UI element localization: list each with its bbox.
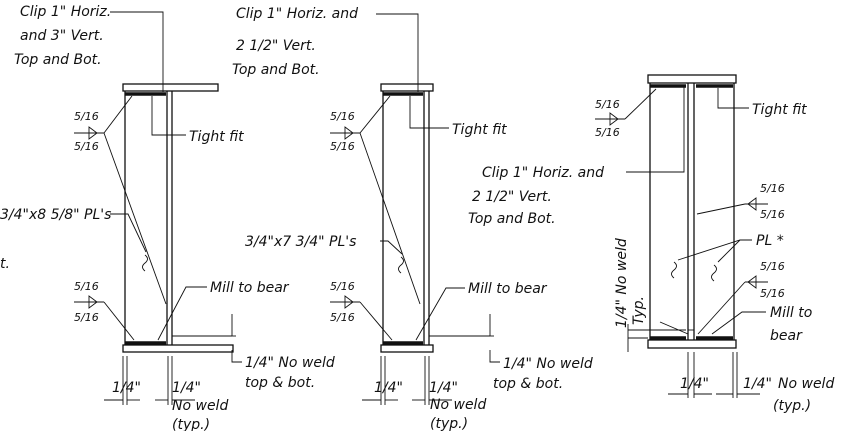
d2-clip-note-line2: 2 1/2" Vert. <box>236 38 316 54</box>
d1-top-flange <box>122 83 219 92</box>
d1-weld-symbol-bottom: 5/16 5/16 <box>74 280 135 341</box>
d2-bottom-flange <box>380 344 434 353</box>
d3-dim-right: 1/4" <box>743 376 772 392</box>
d3-weld-symbol-right-1: 5/16 5/16 <box>696 182 785 221</box>
d1-plate-pointer <box>142 254 148 272</box>
svg-text:5/16: 5/16 <box>330 110 355 123</box>
d1-mill-note: Mill to bear <box>210 280 290 296</box>
d1-clip-note-line3: Top and Bot. <box>14 52 102 68</box>
d3-weld-symbol-right-2: 5/16 5/16 <box>697 260 785 335</box>
d2-dim-right: 1/4" <box>429 380 458 396</box>
d3-clip-leader <box>626 87 685 173</box>
d2-clip-note-line3: Top and Bot. <box>232 62 320 78</box>
d2-tight-fit: Tight fit <box>452 122 507 138</box>
detail-2: Clip 1" Horiz. and 2 1/2" Vert. Top and … <box>232 6 593 431</box>
d2-dim-left: 1/4" <box>374 380 403 396</box>
d1-clip-leader <box>110 11 164 92</box>
svg-text:5/16: 5/16 <box>760 287 785 300</box>
d1-dim-left: 1/4" <box>112 380 141 396</box>
d3-no-weld-typ-line2: (typ.) <box>773 398 811 414</box>
d2-mill-note: Mill to bear <box>468 281 548 297</box>
d1-clip-note-line2: and 3" Vert. <box>20 28 104 44</box>
d1-left-fragment: t. <box>0 256 10 272</box>
d3-top-flange <box>647 74 737 84</box>
d1-tight-fit-leader <box>151 96 186 136</box>
d1-no-weld-typ-line1: No weld <box>172 398 228 414</box>
d1-tight-fit: Tight fit <box>189 129 244 145</box>
d3-vertical-note: 1/4" No weld Typ. <box>614 238 647 328</box>
d3-plate-leader <box>677 239 752 261</box>
d1-plate-leader <box>110 213 147 253</box>
d3-clip-note-line2: 2 1/2" Vert. <box>472 189 552 205</box>
svg-text:5/16: 5/16 <box>595 126 620 139</box>
d3-mill-leader <box>711 311 766 335</box>
d1-no-weld-note-line2: top & bot. <box>245 375 315 391</box>
svg-text:5/16: 5/16 <box>760 260 785 273</box>
svg-text:Typ.: Typ. <box>631 296 647 325</box>
d3-plate-note: PL * <box>756 233 784 249</box>
d1-mill-leader <box>157 286 207 341</box>
d1-clip-note-line1: Clip 1" Horiz. <box>20 4 111 20</box>
d2-no-weld-note-line1: 1/4" No weld <box>503 356 593 372</box>
detail-3: 5/16 5/16 Tight fit Clip 1" Horiz. and 2… <box>468 74 834 414</box>
svg-text:5/16: 5/16 <box>330 280 355 293</box>
d3-weld-symbol-top: 5/16 5/16 <box>595 88 657 139</box>
d2-no-weld-typ-line1: No weld <box>430 397 486 413</box>
d1-no-weld-note-line1: 1/4" No weld <box>245 355 335 371</box>
d1-weld-symbol-top: 5/16 5/16 <box>74 95 167 305</box>
d3-bottom-flange <box>647 339 737 349</box>
svg-text:5/16: 5/16 <box>760 182 785 195</box>
d3-mill-note-line2: bear <box>770 328 803 344</box>
d2-weld-symbol-bottom: 5/16 5/16 <box>330 280 393 341</box>
d1-no-weld-typ-line2: (typ.) <box>172 417 210 431</box>
svg-text:5/16: 5/16 <box>330 311 355 324</box>
svg-text:1/4" No weld: 1/4" No weld <box>614 238 630 328</box>
d3-clip-note-line3: Top and Bot. <box>468 211 556 227</box>
d2-plate-note: 3/4"x7 3/4" PL's <box>245 234 356 250</box>
d2-tight-fit-leader <box>409 96 449 129</box>
svg-text:5/16: 5/16 <box>74 280 99 293</box>
d2-plate-pointer <box>398 256 404 274</box>
d3-tight-fit-leader <box>717 88 749 109</box>
d3-dim-left: 1/4" <box>680 376 709 392</box>
d1-no-weld-leader <box>231 350 242 363</box>
svg-text:5/16: 5/16 <box>760 208 785 221</box>
svg-text:5/16: 5/16 <box>74 110 99 123</box>
d3-mill-note-line1: Mill to <box>770 305 812 321</box>
svg-text:5/16: 5/16 <box>74 140 99 153</box>
d1-plate-note: 3/4"x8 5/8" PL's <box>0 207 111 223</box>
svg-text:5/16: 5/16 <box>74 311 99 324</box>
d2-weld-symbol-top: 5/16 5/16 <box>330 95 421 305</box>
d2-no-weld-typ-line2: (typ.) <box>430 416 468 431</box>
d3-clip-note-line1: Clip 1" Horiz. and <box>482 165 604 181</box>
d1-dim-right: 1/4" <box>172 380 201 396</box>
d2-mill-leader <box>415 287 465 341</box>
d2-clip-note-line1: Clip 1" Horiz. and <box>236 6 358 22</box>
d1-bottom-flange <box>122 344 234 353</box>
d2-plate-leader <box>380 240 403 255</box>
d2-clip-leader <box>376 13 419 92</box>
d3-no-weld-typ-line1: No weld <box>778 376 834 392</box>
svg-text:5/16: 5/16 <box>330 140 355 153</box>
detail-1: Clip 1" Horiz. and 3" Vert. Top and Bot.… <box>0 4 335 431</box>
svg-text:5/16: 5/16 <box>595 98 620 111</box>
d2-top-flange <box>380 83 434 92</box>
d2-no-weld-leader <box>489 350 500 363</box>
d3-tight-fit: Tight fit <box>752 102 807 118</box>
d2-no-weld-note-line2: top & bot. <box>493 376 563 392</box>
